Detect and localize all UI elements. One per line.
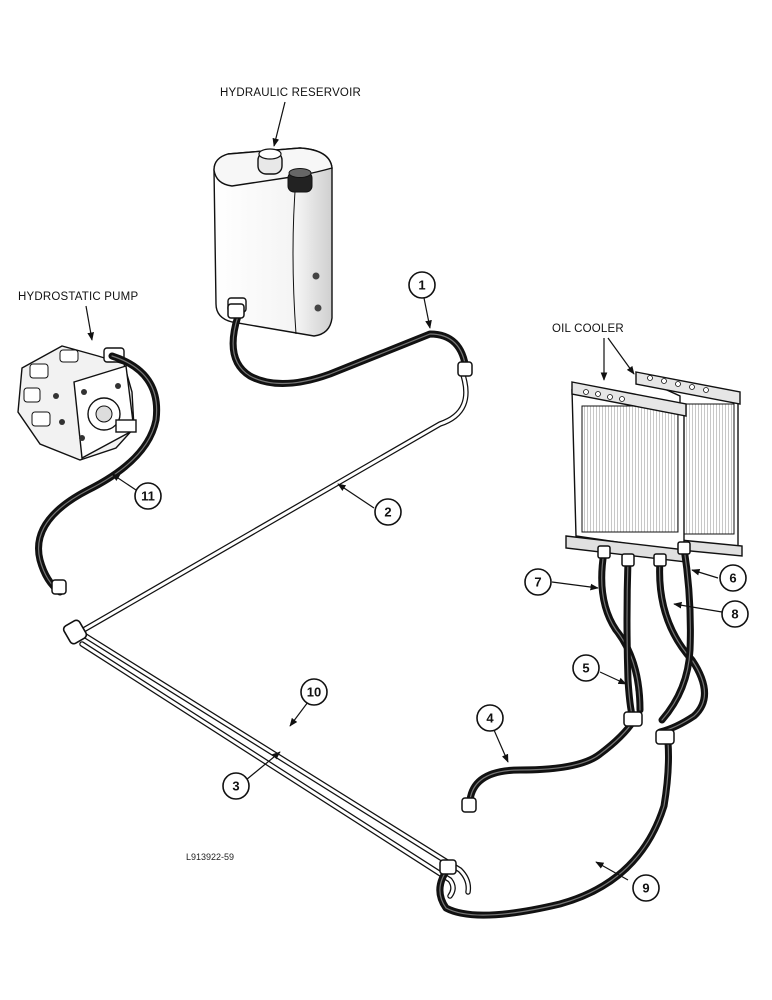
callout-4: 4 bbox=[476, 704, 504, 732]
hydrostatic-pump: HYDROSTATIC PUMP bbox=[17, 291, 138, 461]
callout-1-text: 1 bbox=[418, 278, 425, 293]
callout-9-text: 9 bbox=[642, 881, 649, 896]
callout-7-text: 7 bbox=[534, 575, 541, 590]
figure-code: L913922-59 bbox=[186, 852, 234, 862]
callout-5-text: 5 bbox=[582, 661, 589, 676]
cooler-label: OIL COOLER bbox=[552, 323, 624, 335]
reservoir-label: HYDRAULIC RESERVOIR bbox=[220, 87, 361, 99]
callout-7: 7 bbox=[524, 568, 552, 596]
pump-label: HYDROSTATIC PUMP bbox=[18, 291, 138, 303]
callout-11: 11 bbox=[134, 482, 162, 510]
callout-8-text: 8 bbox=[731, 607, 738, 622]
callout-leaders bbox=[111, 297, 723, 881]
callout-11-text: 11 bbox=[141, 489, 155, 504]
callout-6-text: 6 bbox=[729, 571, 736, 586]
pump-leader bbox=[85, 305, 94, 341]
callout-2: 2 bbox=[374, 498, 402, 526]
reservoir-leader bbox=[272, 101, 286, 147]
callout-9: 9 bbox=[632, 874, 660, 902]
callout-2-text: 2 bbox=[384, 505, 391, 520]
callout-6: 6 bbox=[719, 564, 747, 592]
callout-8: 8 bbox=[721, 600, 749, 628]
callout-10-text: 10 bbox=[307, 685, 321, 700]
flexible-hoses bbox=[35, 303, 708, 919]
rigid-tubes bbox=[62, 369, 472, 899]
callout-10: 10 bbox=[300, 678, 328, 706]
oil-cooler: OIL COOLER bbox=[552, 323, 743, 563]
callout-3: 3 bbox=[222, 772, 250, 800]
callout-1: 1 bbox=[408, 271, 436, 299]
callout-3-text: 3 bbox=[232, 779, 239, 794]
cooler-leader-rear bbox=[607, 337, 635, 375]
callout-4-text: 4 bbox=[486, 711, 494, 726]
hydraulic-reservoir: HYDRAULIC RESERVOIR bbox=[213, 87, 361, 337]
callout-5: 5 bbox=[572, 654, 600, 682]
